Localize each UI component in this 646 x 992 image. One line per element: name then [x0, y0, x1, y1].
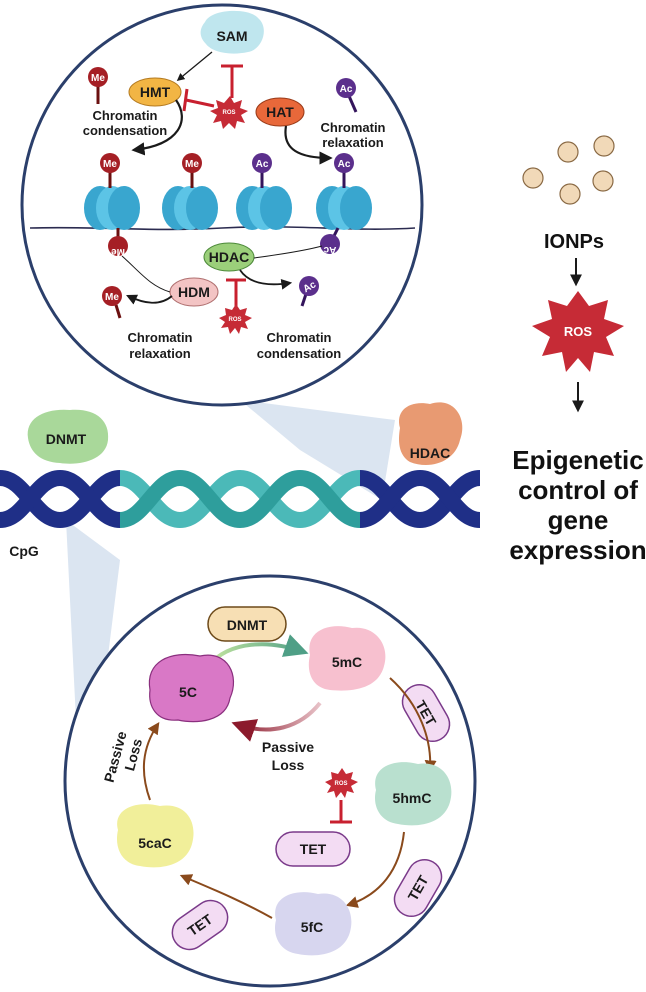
caption-bottom-left-2: relaxation: [129, 346, 190, 361]
tet-bottom-pill: TET: [171, 899, 229, 951]
ionps-label: IONPs: [544, 231, 604, 253]
ros-star-bottom-label: ROS: [334, 781, 347, 787]
ionps-particles: [522, 135, 615, 205]
ac-mark-3: [252, 153, 272, 173]
ac-free-stem-top: [347, 95, 358, 113]
ac-mark-3-label: Ac: [256, 159, 269, 170]
ros-star-large: [532, 291, 624, 372]
ac-mark-below: [320, 234, 340, 254]
tet-inhibited-label: TET: [300, 841, 327, 857]
hmt-label: HMT: [140, 84, 171, 100]
ac-mark-below-stem: [332, 227, 340, 237]
sam-to-hmt-arrow: [176, 51, 213, 81]
caption-bottom-left-1: Chromatin: [128, 330, 193, 345]
me-mark-1: [100, 153, 120, 173]
c5hm-to-5fc-arrow: [345, 831, 405, 908]
ros-star-bottom: [325, 768, 358, 798]
ros-star-mid-label: ROS: [228, 317, 241, 323]
ac-free-top-label: Ac: [340, 84, 353, 95]
caption-bottom-right-1: Chromatin: [267, 330, 332, 345]
result-line-2: control of: [518, 475, 638, 505]
cpg-label: CpG: [9, 543, 39, 559]
me-removal-line: [121, 255, 171, 293]
ros-inhibits-hmt: [185, 98, 215, 108]
hdac-to-ac-arrow: [239, 269, 293, 290]
c5f-label: 5fC: [301, 919, 324, 935]
me-mark-1-label: Me: [103, 159, 117, 170]
caption-top-right-2: relaxation: [322, 135, 383, 150]
ros-star-top-label: ROS: [222, 110, 235, 116]
c5f-to-5cac-arrow: [179, 874, 273, 919]
c5-label: 5C: [179, 684, 197, 700]
me-free-top: [88, 67, 108, 87]
hat-enzyme: [255, 97, 305, 127]
hdm-to-me-arrow: [126, 294, 173, 305]
ac-free-bottom-stem: [300, 293, 308, 307]
hdac-label-middle: HDAC: [410, 445, 450, 461]
caption-top-right-1: Chromatin: [321, 120, 386, 135]
hdm-label: HDM: [178, 284, 210, 300]
ac-mark-4: [334, 153, 354, 173]
c5hm-node: [374, 762, 452, 826]
dnmt-box-bottom: [207, 606, 287, 642]
result-line-4: expression: [509, 535, 646, 565]
ac-mark-4-label: Ac: [338, 159, 351, 170]
ros-star-mid: [219, 304, 252, 334]
me-mark-2-label: Me: [185, 159, 199, 170]
hat-label: HAT: [266, 104, 294, 120]
ac-free-bottom: [299, 276, 319, 296]
hmt-to-nucleosome-arrow: [131, 99, 183, 156]
tet-right-pill: TET: [393, 858, 443, 918]
dna-helix: [0, 469, 482, 529]
me-mark-below: [108, 236, 128, 256]
histone-panel-circle: [20, 3, 424, 407]
ros-star-top: [210, 96, 248, 129]
dnmt-bottom-label: DNMT: [227, 617, 268, 633]
result-line-3: gene: [548, 505, 609, 535]
nucleosome-1: [84, 186, 140, 230]
bottom-zoom-cone: [66, 520, 120, 760]
me-mark-2: [182, 153, 202, 173]
ros-inhibits-hmt-bar: [182, 88, 189, 112]
caption-top-left-1: Chromatin: [93, 108, 158, 123]
me-free-bottom-label: Me: [105, 292, 119, 303]
caption-bottom-right-2: condensation: [257, 346, 342, 361]
caption-top-left-2: condensation: [83, 123, 168, 138]
hmt-enzyme: [128, 77, 182, 107]
c5ca-label: 5caC: [138, 835, 171, 851]
ac-free-top: [336, 78, 356, 98]
c5m-node: [308, 626, 386, 691]
c5f-node: [274, 892, 352, 956]
c5m-to-5hmc-arrow: [389, 677, 437, 773]
me-mark-below-label: Me: [111, 246, 125, 257]
hdac-enzyme-top: [203, 242, 255, 272]
dnmt-blob-middle: [27, 409, 109, 464]
hdac-label-top: HDAC: [209, 249, 249, 265]
nucleosome-3: [236, 186, 292, 230]
hdac-blob-middle: [399, 402, 463, 466]
c5m-to-5c-passive-arrow: [231, 701, 322, 742]
sam-label: SAM: [216, 28, 247, 44]
hat-to-nucleosome-arrow: [284, 125, 333, 165]
result-line-1: Epigenetic: [512, 445, 643, 475]
me-free-bottom: [102, 286, 122, 306]
dnmt-label-middle: DNMT: [46, 431, 87, 447]
c5hm-label: 5hmC: [393, 790, 432, 806]
me-free-bottom-stem: [114, 304, 122, 319]
nucleosome-4: [316, 186, 372, 230]
sam-blob: [200, 10, 264, 54]
ros-large-label: ROS: [564, 324, 593, 339]
tet-inhibited-pill: [275, 831, 351, 867]
passive-inner-1: Passive: [262, 739, 314, 755]
c5m-label: 5mC: [332, 654, 362, 670]
nucleosome-2: [162, 186, 218, 230]
c5-node: [148, 653, 235, 723]
c5ca-to-5c-arrow: [142, 722, 160, 801]
c5ca-node: [116, 804, 194, 868]
ac-removal-line: [253, 245, 323, 259]
ac-mark-below-label: Ac: [323, 244, 336, 255]
me-free-top-label: Me: [91, 73, 105, 84]
passive-inner-2: Loss: [272, 757, 305, 773]
